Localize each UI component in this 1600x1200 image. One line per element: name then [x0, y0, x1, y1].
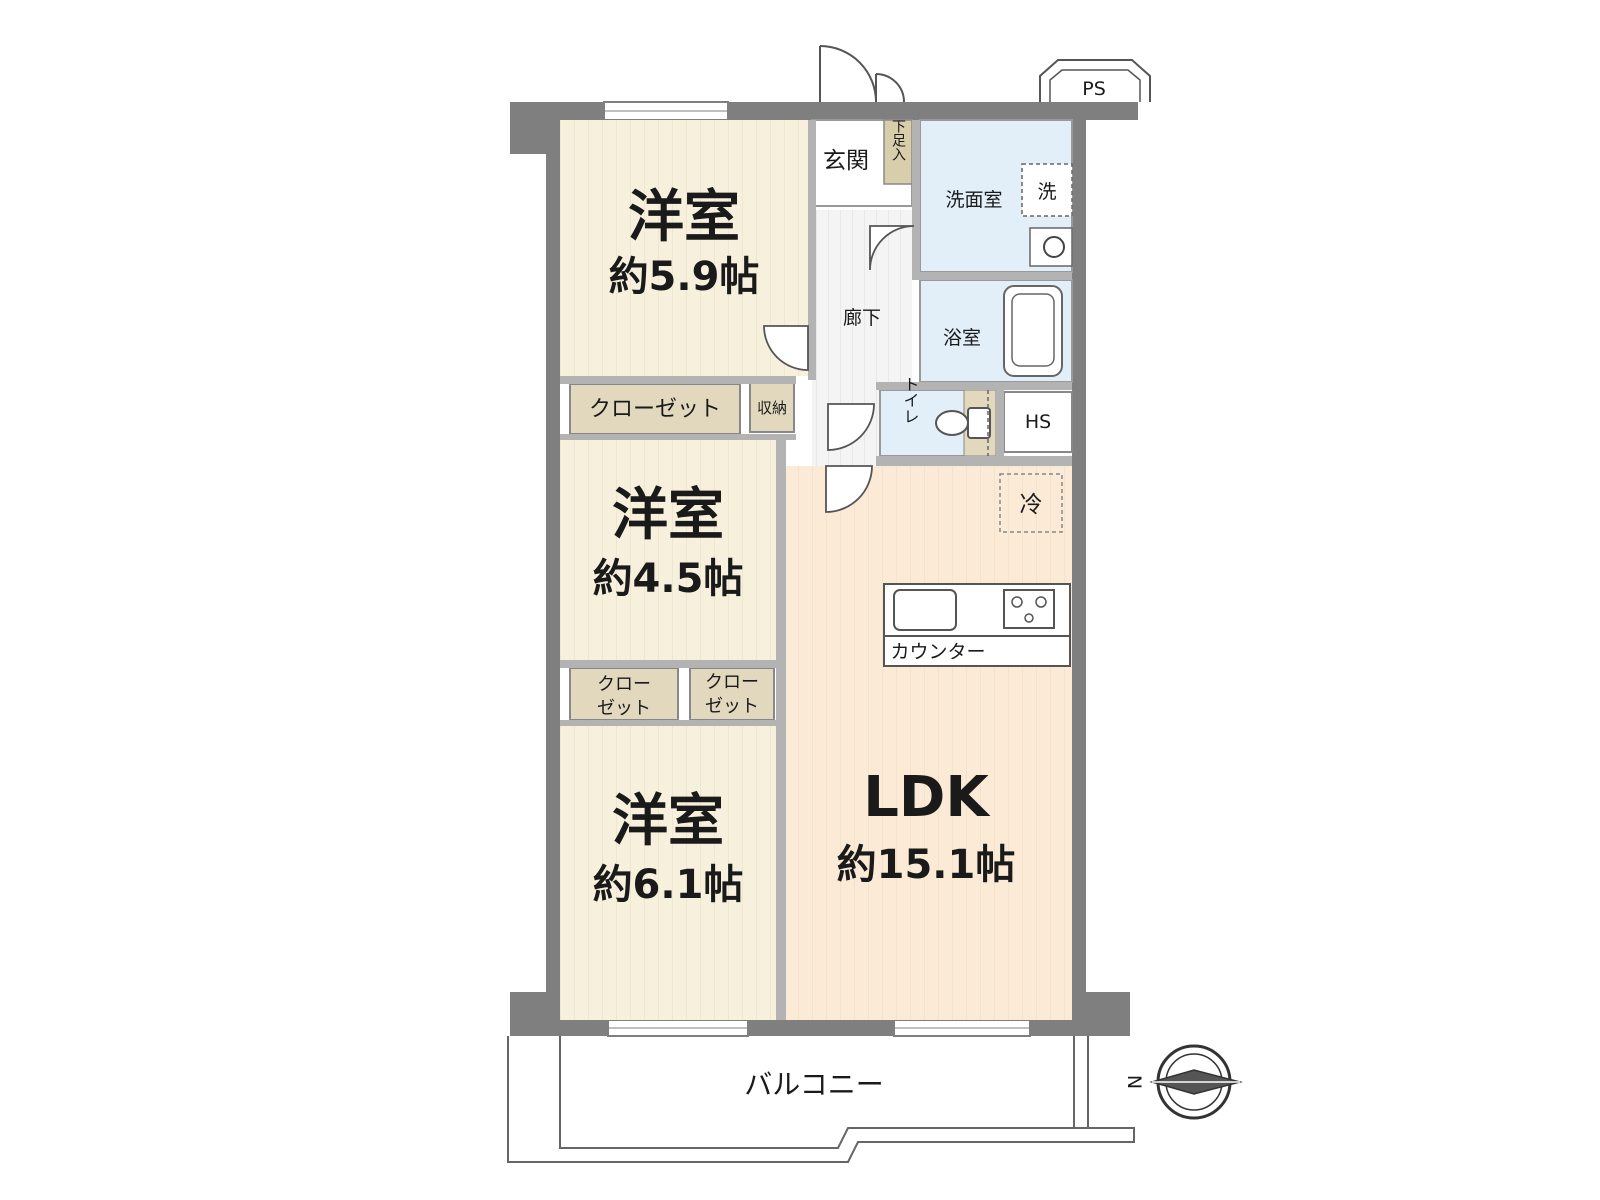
- closet-a-label-line2: ゼット: [597, 698, 651, 719]
- storage-label: 収納: [757, 399, 787, 417]
- closet-a: [569, 667, 679, 721]
- ldk-name: LDK: [863, 765, 991, 830]
- ldk-size: 約15.1帖: [837, 842, 1016, 888]
- bedroom-1-name: 洋室: [628, 185, 740, 250]
- shoe-box-label: 下足入: [890, 119, 906, 161]
- sink-icon: [893, 589, 957, 631]
- hallway-label: 廊下: [843, 307, 881, 329]
- compass-north-label: N: [1123, 1075, 1145, 1089]
- toilet-label: トイレ: [901, 376, 920, 424]
- bedroom-2-name: 洋室: [612, 483, 724, 548]
- balcony-label: バルコニー: [744, 1068, 883, 1101]
- washbasin: [1029, 227, 1073, 267]
- closet-b: [689, 667, 775, 721]
- hs-box: [1003, 391, 1073, 453]
- hs-label: HS: [1025, 411, 1051, 433]
- entry-door: [819, 45, 905, 103]
- washbasin-bowl-icon: [1043, 236, 1065, 258]
- washroom-label: 洗面室: [945, 189, 1002, 211]
- closet-b-label-line1: クロー: [705, 672, 759, 693]
- bedroom-3-name: 洋室: [612, 789, 724, 854]
- entrance-label: 玄関: [823, 148, 869, 174]
- bathtub-icon: [1003, 285, 1063, 377]
- fridge-label: 冷: [1020, 492, 1043, 518]
- closet-a-label-line1: クロー: [597, 674, 651, 695]
- kitchen-counter: [883, 583, 1071, 667]
- closet-main: [569, 383, 741, 435]
- bedroom-3-size: 約6.1帖: [593, 862, 744, 908]
- shoe-box: [883, 119, 913, 185]
- washer-space: [1021, 163, 1073, 217]
- closet-b-label-line2: ゼット: [705, 696, 759, 717]
- bath-label: 浴室: [943, 327, 981, 349]
- counter-label: カウンター: [890, 641, 985, 663]
- storage-box: [749, 381, 795, 433]
- bedroom-1-size: 約5.9帖: [609, 254, 760, 300]
- washer-label: 洗: [1037, 181, 1056, 203]
- toilet-bowl-icon: [935, 410, 969, 436]
- inner-walls: [560, 120, 1072, 1020]
- windows: [603, 101, 1031, 1037]
- fridge-space: [999, 473, 1063, 533]
- compass-icon: [1149, 1044, 1243, 1120]
- bedroom-2-size: 約4.5帖: [593, 556, 744, 602]
- interior-doors: [763, 225, 915, 513]
- closet-main-label: クローゼット: [589, 397, 721, 422]
- ps-box: [1039, 59, 1151, 102]
- ps-label: PS: [1082, 78, 1106, 100]
- balcony-outline: [507, 1036, 1135, 1163]
